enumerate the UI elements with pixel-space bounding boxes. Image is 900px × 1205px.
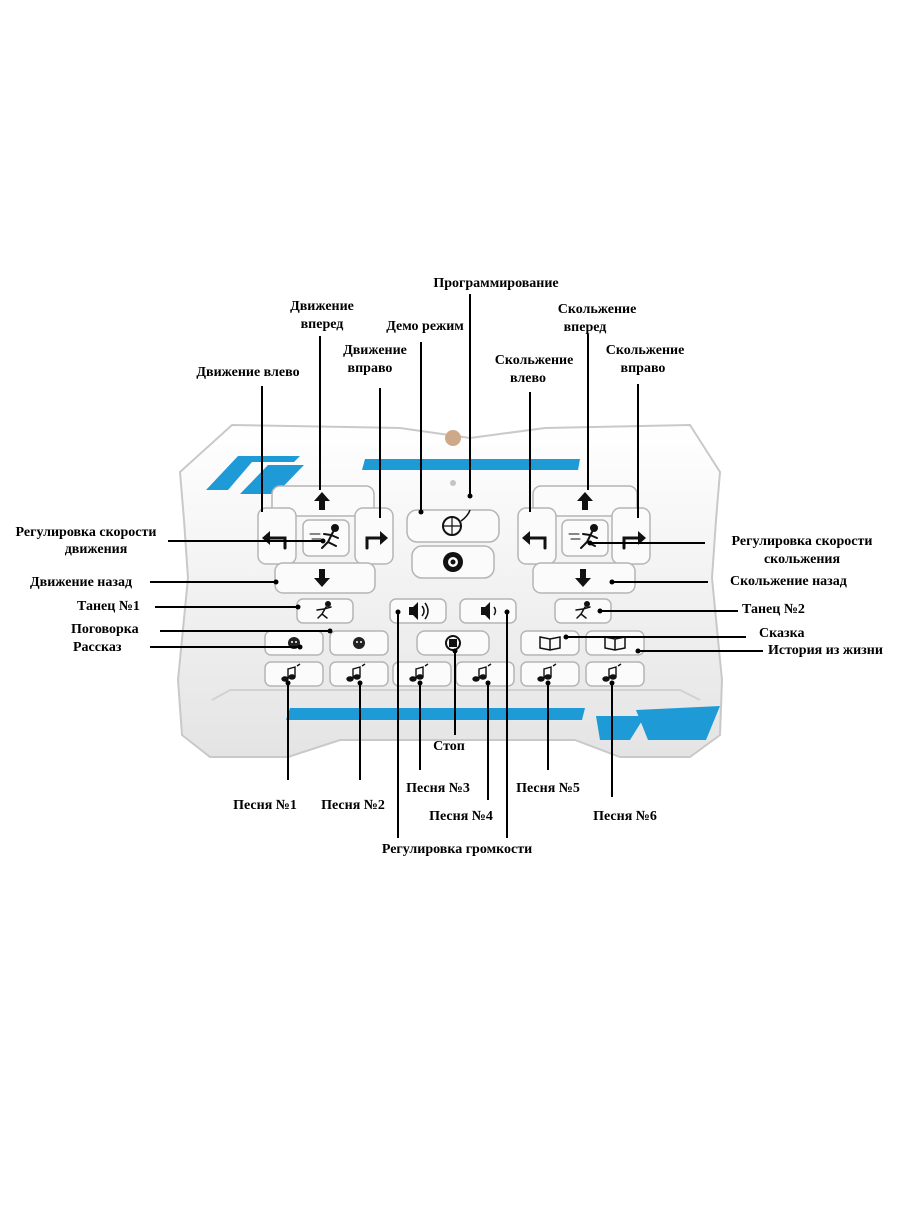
label-move-speed-2: движения [64,542,128,557]
label-move-right-2: вправо [347,361,393,376]
slide-speed-button[interactable] [561,519,609,557]
label-song6: Песня №6 [593,809,657,824]
music-note-icon [346,663,366,682]
music-note-icon [537,663,557,682]
label-move-forward-2: вперед [300,317,344,332]
move-speed-button[interactable] [302,519,350,557]
slide-right-button[interactable] [611,507,651,565]
stop-icon-square [449,639,457,647]
label-slide-speed-2: скольжения [763,552,841,567]
arrow-down-icon [314,569,330,587]
label-slide-right-1: Скольжение [605,343,685,358]
move-left-button[interactable] [257,507,297,565]
label-dance2: Танец №2 [742,602,805,617]
label-volume: Регулировка громкости [381,842,533,857]
leader-lines [150,294,763,838]
label-song4: Песня №4 [429,809,493,824]
label-move-right-1: Движение [343,343,407,358]
turn-right-icon-head [380,531,388,545]
label-move-left: Движение влево [196,365,300,380]
turn-left-icon-head [522,531,530,545]
label-song3: Песня №3 [406,781,470,796]
indicator-dot [450,480,456,486]
label-saying: Поговорка [71,622,139,637]
label-move-forward-1: Движение [290,299,354,314]
move-right-button[interactable] [354,507,394,565]
dancer-icon [575,601,591,619]
label-story: Рассказ [73,640,122,655]
turn-right-icon-head [638,531,646,545]
song3-button[interactable] [392,661,452,687]
label-slide-left-2: влево [510,371,546,386]
runner-icon [309,524,339,549]
song5-button[interactable] [520,661,580,687]
music-note-icon [602,663,622,682]
soccer-icon [442,509,471,536]
label-move-back: Движение назад [30,575,133,590]
label-slide-forward-2: вперед [563,320,607,335]
label-stop: Стоп [433,739,465,754]
label-programming: Программирование [433,276,559,291]
volume-up-icon [409,602,429,620]
label-slide-left-1: Скольжение [494,353,574,368]
label-demo: Демо режим [386,319,464,334]
runner-icon [568,524,598,549]
music-notes [281,663,622,682]
label-fairy-tale: Сказка [759,626,805,641]
song1-button[interactable] [264,661,324,687]
song4-button[interactable] [455,661,515,687]
arrow-up-icon [314,492,330,510]
volume-down-icon [481,602,497,620]
label-song2: Песня №2 [321,798,385,813]
turn-left-icon [526,536,547,550]
label-slide-right-2: вправо [620,361,666,376]
label-life-story: История из жизни [768,643,883,658]
arrow-down-icon [575,569,591,587]
song6-button[interactable] [585,661,645,687]
label-slide-speed-1: Регулировка скорости [731,534,873,549]
book-icon [539,636,561,651]
music-note-icon [281,663,301,682]
slide-left-button[interactable] [517,507,557,565]
label-slide-back: Скольжение назад [730,574,847,589]
turn-right-icon [622,536,642,550]
music-note-icon [472,663,492,682]
arrow-up-icon [577,492,593,510]
leader-dots [273,493,641,686]
label-song5: Песня №5 [516,781,580,796]
music-note-icon [409,663,429,682]
gear-icon [443,552,463,572]
label-dance1: Танец №1 [77,599,140,614]
turn-right-icon [365,536,384,550]
turn-left-icon [266,536,287,550]
dance1-button[interactable] [296,598,354,624]
status-led [445,430,461,446]
label-slide-forward-1: Скольжение [557,302,637,317]
dancer-icon [316,601,332,619]
label-song1: Песня №1 [233,798,297,813]
book-icon [604,636,626,651]
face-icon [353,637,365,649]
label-move-speed-1: Регулировка скорости [15,525,157,540]
